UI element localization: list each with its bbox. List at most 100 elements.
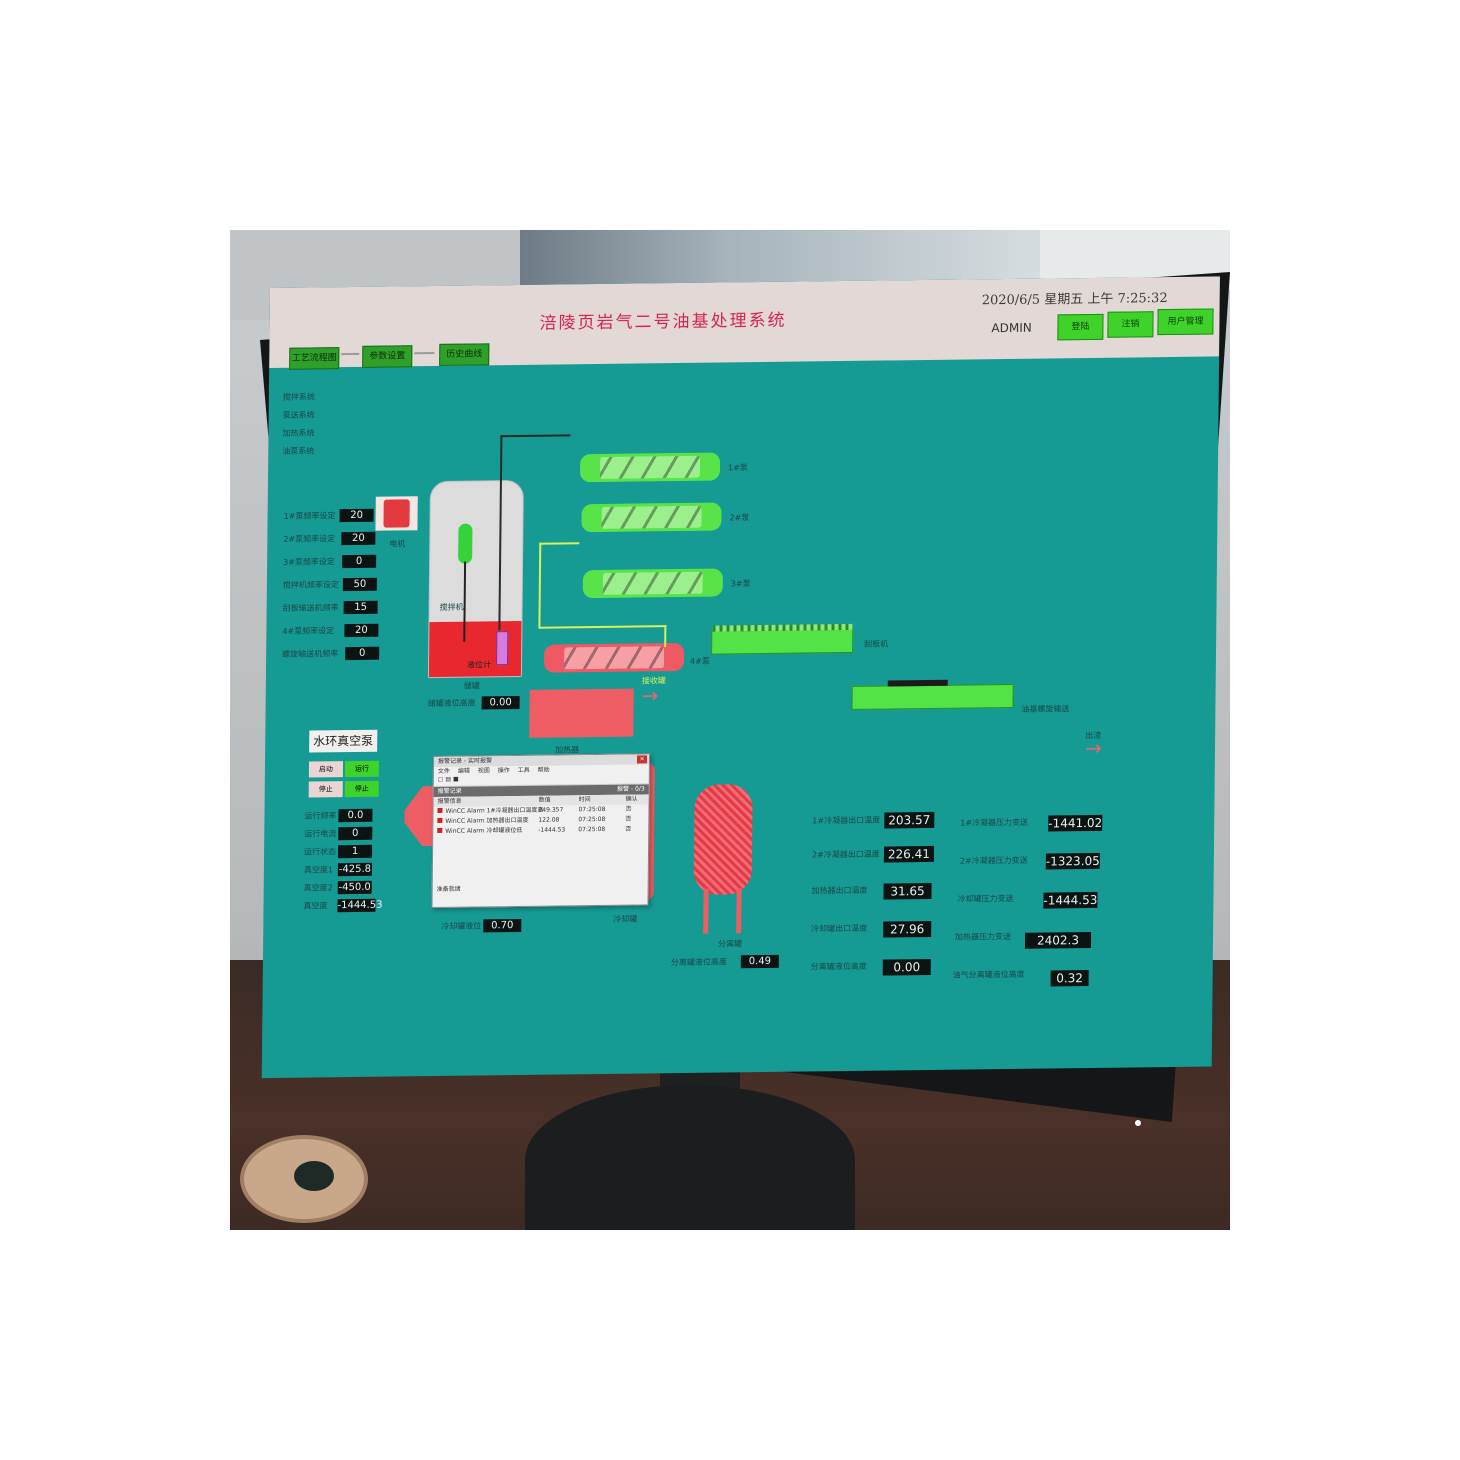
outlet-arrow-icon: →: [1084, 735, 1102, 761]
cooler-level-value: 0.70: [483, 918, 522, 933]
save-icon[interactable]: ■: [452, 775, 459, 783]
scraper-label: 刮板机: [864, 639, 889, 649]
reading-label: 2#冷凝器压力变送: [959, 855, 1028, 866]
screw-conveyor[interactable]: [851, 679, 1014, 710]
monitor-stand: [525, 1085, 855, 1230]
setpoint-scraper-freq[interactable]: 15: [343, 600, 378, 615]
separator-level-value: 0.49: [740, 954, 779, 969]
separator-level-2-value: 0.00: [882, 958, 931, 976]
new-icon[interactable]: ▢: [437, 775, 444, 783]
hmi-screen: 涪陵页岩气二号油基处理系统 2020/6/5 星期五 上午 7:25:32 AD…: [261, 276, 1220, 1079]
current-user: ADMIN: [991, 320, 1032, 336]
datetime: 2020/6/5 星期五 上午 7:25:32: [981, 291, 1168, 309]
tab-history[interactable]: 历史曲线: [439, 343, 490, 366]
menu-file[interactable]: 文件: [437, 767, 450, 775]
setpoint-screw-freq[interactable]: 0: [345, 646, 380, 661]
separator-vessel[interactable]: [693, 784, 753, 895]
reading-label: 分离罐液位高度: [670, 957, 727, 968]
menu-help[interactable]: 帮助: [537, 766, 550, 774]
condenser-2-pressure-value: -1323.05: [1045, 852, 1100, 870]
vessel-label: 分离罐: [718, 939, 743, 949]
agitator-icon: [458, 523, 473, 564]
vacuum-state-value: 1: [338, 844, 373, 859]
setpoint-label: 3#泵频率设定: [283, 557, 335, 567]
vacuum-stop-button[interactable]: 停止: [308, 781, 343, 798]
reading-label: 1#冷凝器出口温度: [812, 815, 881, 826]
alarm-popup-window[interactable]: 报警记录 - 实时报警 × 文件 编辑 视图 操作 工具 帮助 ▢ ▤ ■ 报警…: [431, 753, 651, 909]
level-probe-icon: [496, 631, 509, 666]
vacuum-start-button[interactable]: 启动: [308, 761, 344, 778]
pump-4[interactable]: [543, 642, 685, 673]
setpoint-2-pump-freq[interactable]: 20: [341, 531, 376, 546]
vacuum-1-value: -425.8: [337, 862, 372, 877]
reading-label: 1#冷凝器压力变送: [960, 817, 1029, 828]
tank-label: 储罐: [463, 681, 480, 691]
setpoint-4-pump-freq[interactable]: 20: [344, 623, 379, 638]
pump-1-label: 1#泵: [727, 463, 748, 473]
pump-1[interactable]: [579, 452, 721, 483]
pump-3[interactable]: [582, 568, 723, 599]
condenser-1-temp-value: 203.57: [884, 811, 935, 829]
condenser-unit[interactable]: [404, 786, 435, 846]
pump-2[interactable]: [581, 502, 722, 533]
status-label: 油泵系统: [282, 446, 315, 456]
agitator-label: 搅拌机: [439, 602, 464, 612]
desk-grommet: [240, 1135, 368, 1223]
reading-label: 油气分离罐液位高度: [952, 969, 1025, 980]
tab-parameters[interactable]: 参数设置: [362, 345, 413, 368]
open-icon[interactable]: ▤: [445, 775, 452, 783]
setpoint-agitator-freq[interactable]: 50: [342, 577, 377, 592]
setpoint-label: 搅拌机频率设定: [282, 580, 339, 590]
logout-button[interactable]: 注销: [1107, 311, 1154, 338]
reading-label: 加热器压力变送: [955, 931, 1012, 942]
storage-tank[interactable]: 搅拌机 液位计: [427, 479, 524, 679]
tab-process-flow[interactable]: 工艺流程图: [289, 347, 340, 370]
vacuum-current-value: 0: [338, 826, 373, 841]
vacuum-pump-title: 水环真空泵: [309, 729, 378, 753]
user-management-button[interactable]: 用户管理: [1157, 308, 1214, 336]
motor-label: 电机: [389, 539, 406, 549]
flow-arrow-icon: →: [641, 683, 659, 708]
reading-label: 真空度2: [303, 883, 333, 893]
setpoint-label: 1#泵频率设定: [283, 511, 336, 521]
page-title: 涪陵页岩气二号油基处理系统: [539, 310, 787, 334]
reading-label: 储罐液位高度: [427, 698, 476, 709]
receiver-tank[interactable]: [529, 688, 634, 738]
vacuum-2-value: -450.0: [337, 880, 372, 895]
vacuum-value: -1444.53: [337, 898, 383, 913]
reading-label: 分离罐液位高度: [810, 961, 867, 972]
close-icon[interactable]: ×: [636, 755, 648, 764]
reading-label: 加热器出口温度: [811, 885, 868, 896]
setpoint-label: 2#泵频率设定: [283, 534, 336, 544]
status-label: 搅拌系统: [282, 392, 315, 402]
menu-operate[interactable]: 操作: [497, 767, 510, 775]
pump-3-label: 3#泵: [730, 579, 751, 589]
oil-gas-separator-level-value: 0.32: [1050, 970, 1089, 987]
reading-label: 冷却罐液位: [441, 921, 482, 931]
setpoint-label: 4#泵频率设定: [282, 626, 335, 636]
setpoint-1-pump-freq[interactable]: 20: [339, 508, 374, 523]
menu-tools[interactable]: 工具: [517, 766, 530, 775]
cooler-pressure-value: -1444.53: [1043, 891, 1098, 909]
screw-conveyor-label: 油基螺旋输送: [1021, 704, 1070, 714]
tank-level-value: 0.00: [481, 695, 520, 710]
pump-2-label: 2#泵: [729, 513, 750, 523]
login-button[interactable]: 登陆: [1057, 313, 1104, 341]
header-bar: 涪陵页岩气二号油基处理系统 2020/6/5 星期五 上午 7:25:32 AD…: [269, 276, 1220, 370]
cooler-label: 冷却罐: [613, 914, 638, 924]
scraper-conveyor[interactable]: [711, 623, 854, 655]
menu-view[interactable]: 视图: [477, 767, 490, 775]
reading-label: 2#冷凝器出口温度: [811, 849, 880, 860]
motor-icon[interactable]: [375, 496, 418, 531]
power-led-icon: [1135, 1120, 1141, 1126]
menu-edit[interactable]: 编辑: [457, 767, 470, 775]
heater-pressure-value: 2402.3: [1024, 932, 1092, 949]
reading-label: 运行状态: [304, 847, 337, 857]
reading-label: 真空度: [303, 901, 328, 911]
reading-label: 冷却罐压力变送: [957, 893, 1014, 904]
setpoint-3-pump-freq[interactable]: 0: [342, 554, 377, 569]
pump-4-label: 4#泵: [689, 656, 710, 666]
status-label: 泵送系统: [282, 410, 315, 420]
popup-status: 准备就绪: [436, 885, 461, 893]
